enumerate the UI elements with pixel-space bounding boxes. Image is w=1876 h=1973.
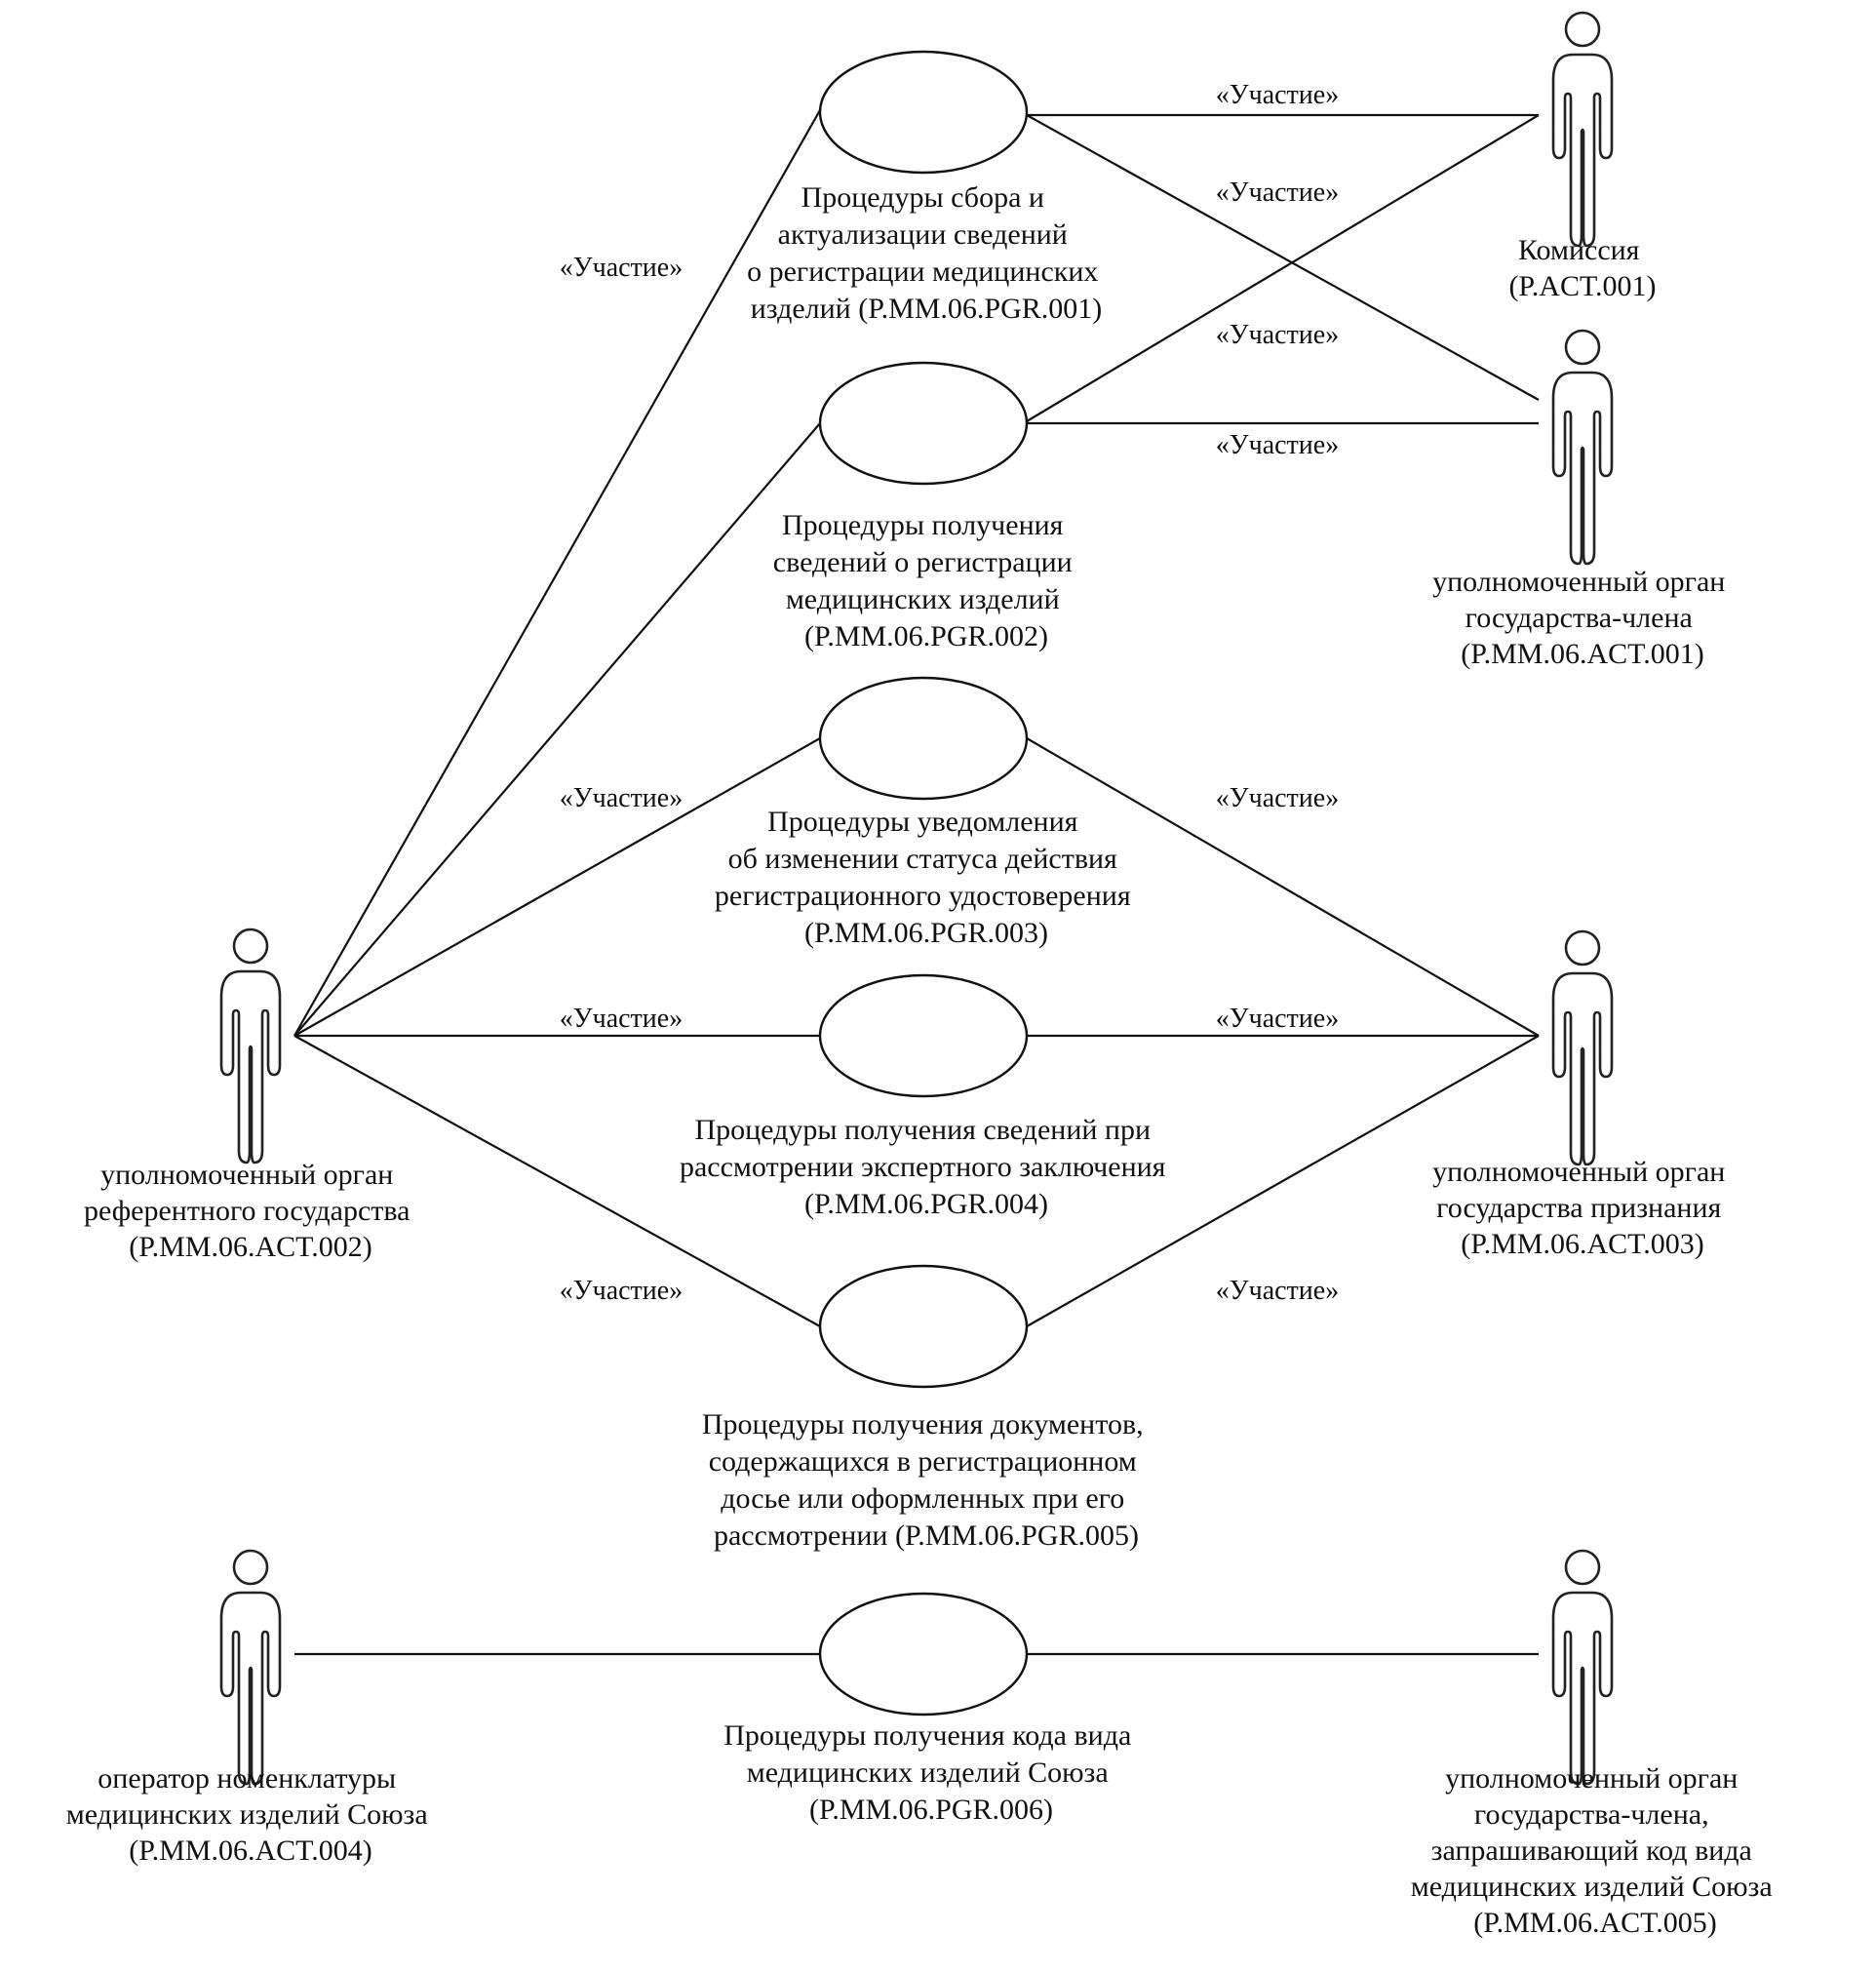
stereotype-a3-uc3: «Участие» [560,783,683,813]
stereotype-uc2-a2: «Участие» [1216,430,1339,460]
actor-icon[interactable] [1551,329,1614,566]
stereotype-labels: «Участие» «Участие» «Участие» «Участие» … [560,80,1339,1306]
actor-label: уполномоченный орган референтного госуда… [84,1159,417,1263]
actor-label: Комиссия (P.ACT.001) [1508,234,1656,302]
assoc-uc1-a2 [1026,114,1540,401]
assoc-uc5-a4 [1026,1035,1540,1327]
actor-6[interactable]: уполномоченный орган государства-члена, … [1411,1549,1779,1939]
actor-label: уполномоченный орган государства-члена (… [1432,566,1733,670]
use-case-ellipse[interactable] [818,361,1029,486]
assoc-uc2-a1 [1026,114,1540,422]
use-case-ellipse[interactable] [818,1264,1029,1389]
use-case-4[interactable]: Процедуры получения сведений при рассмот… [680,973,1173,1220]
use-case-label: Процедуры получения сведений о регистрац… [773,509,1079,652]
use-case-label: Процедуры уведомления об изменении стату… [715,806,1138,949]
use-case-ellipse[interactable] [818,973,1029,1098]
assoc-a3-uc2 [293,422,821,1037]
actor-1[interactable]: Комиссия (P.ACT.001) [1508,11,1657,302]
use-case-2[interactable]: Процедуры получения сведений о регистрац… [773,361,1079,652]
use-case-ellipse[interactable] [818,50,1029,175]
actor-4[interactable]: уполномоченный орган государства признан… [1432,929,1733,1260]
stereotype-uc1-a2: «Участие» [1216,178,1339,208]
use-case-ellipse[interactable] [818,1592,1029,1717]
actor-2[interactable]: уполномоченный орган государства-члена (… [1432,329,1733,670]
actor-icon[interactable] [219,1549,282,1786]
stereotype-a3-uc4: «Участие» [560,1004,683,1034]
actor-icon[interactable] [1551,929,1614,1166]
use-case-6[interactable]: Процедуры получения кода вида медицински… [723,1592,1139,1826]
use-case-label: Процедуры получения кода вида медицински… [723,1719,1139,1826]
stereotype-a3-uc5: «Участие» [560,1276,683,1306]
use-case-3[interactable]: Процедуры уведомления об изменении стату… [715,676,1138,949]
actor-icon[interactable] [1551,1549,1614,1786]
actor-icon[interactable] [1551,11,1614,248]
associations [293,109,1540,1656]
actor-icon[interactable] [219,927,282,1164]
assoc-uc3-a4 [1026,737,1540,1037]
use-case-label: Процедуры получения документов, содержащ… [702,1408,1151,1552]
actor-3[interactable]: уполномоченный орган референтного госуда… [84,927,417,1263]
stereotype-uc5-a4: «Участие» [1216,1276,1339,1306]
use-case-5[interactable]: Процедуры получения документов, содержащ… [702,1264,1151,1552]
use-case-label: Процедуры сбора и актуализации сведений … [747,181,1106,325]
use-case-ellipse[interactable] [818,676,1029,801]
stereotype-uc3-a4: «Участие» [1216,783,1339,813]
use-case-label: Процедуры получения сведений при рассмот… [680,1114,1173,1220]
actor-label: уполномоченный орган государства-члена, … [1411,1762,1779,1939]
assoc-a3-uc3 [293,737,821,1037]
assoc-a3-uc5 [293,1035,821,1327]
stereotype-uc4-a4: «Участие» [1216,1004,1339,1034]
assoc-a3-uc1 [293,109,821,1037]
stereotype-a3-uc1: «Участие» [560,253,683,283]
use-case-1[interactable]: Процедуры сбора и актуализации сведений … [747,50,1106,325]
stereotype-uc2-a1: «Участие» [1216,320,1339,350]
stereotype-uc1-a1: «Участие» [1216,80,1339,110]
actor-5[interactable]: оператор номенклатуры медицинских издели… [66,1549,435,1867]
actor-label: уполномоченный орган государства признан… [1432,1156,1733,1260]
actor-label: оператор номенклатуры медицинских издели… [66,1762,435,1867]
